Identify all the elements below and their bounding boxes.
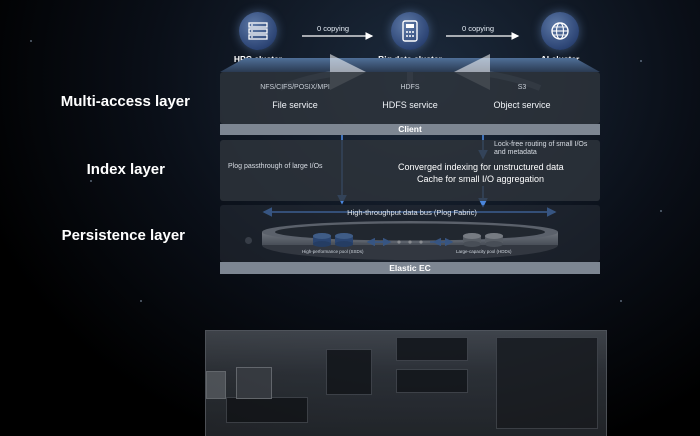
service-name: File service [272, 100, 318, 110]
service-name: HDFS service [382, 100, 438, 110]
service-protocol: NFS/CIFS/POSIX/MPI [260, 84, 330, 91]
storage-hardware-image [205, 330, 607, 436]
calculator-icon [391, 12, 429, 50]
multi-access-layer-label: Multi-access layer [60, 93, 190, 110]
copy-label: 0 copying [461, 24, 495, 33]
persistence-panel [220, 205, 600, 262]
memory-module [396, 337, 468, 361]
copy-label: 0 copying [316, 24, 350, 33]
star-dot [90, 180, 92, 182]
star-dot [660, 210, 662, 212]
expansion-card [226, 397, 308, 423]
star-dot [140, 300, 142, 302]
service-protocol: S3 [517, 84, 527, 91]
hdd-pool-label: Large-capacity pool (HDDs) [456, 249, 512, 254]
index-layer-label: Index layer [86, 161, 165, 178]
ssd-pool-label: High-performance pool (SSDs) [302, 249, 364, 254]
multi-access-panel [220, 72, 600, 124]
star-dot [640, 60, 642, 62]
service-protocol: HDFS [400, 84, 420, 91]
index-line-2: Cache for small I/O aggregation [417, 174, 545, 184]
index-line-1: Converged indexing for unstructured data [398, 162, 564, 172]
star-dot [620, 300, 622, 302]
io-module [236, 367, 272, 399]
cpu-chip [326, 349, 372, 395]
network-port [206, 371, 226, 399]
client-bar: Client [220, 124, 600, 135]
index-panel [220, 140, 600, 201]
routing-note: Lock-free routing of small I/Os and meta… [494, 141, 588, 156]
service-name: Object service [493, 100, 551, 110]
bus-label: High-throughput data bus (Plog Fabric) [347, 208, 477, 217]
drive-bay [496, 337, 598, 429]
persistence-layer-label: Persistence layer [61, 227, 185, 244]
star-dot [30, 40, 32, 42]
server-rack-icon [239, 12, 277, 50]
elastic-ec-bar: Elastic EC [220, 262, 600, 274]
passthrough-note: Plog passthrough of large I/Os [228, 163, 323, 170]
memory-module [396, 369, 468, 393]
access-trapezoid [220, 58, 600, 72]
globe-icon [541, 12, 579, 50]
